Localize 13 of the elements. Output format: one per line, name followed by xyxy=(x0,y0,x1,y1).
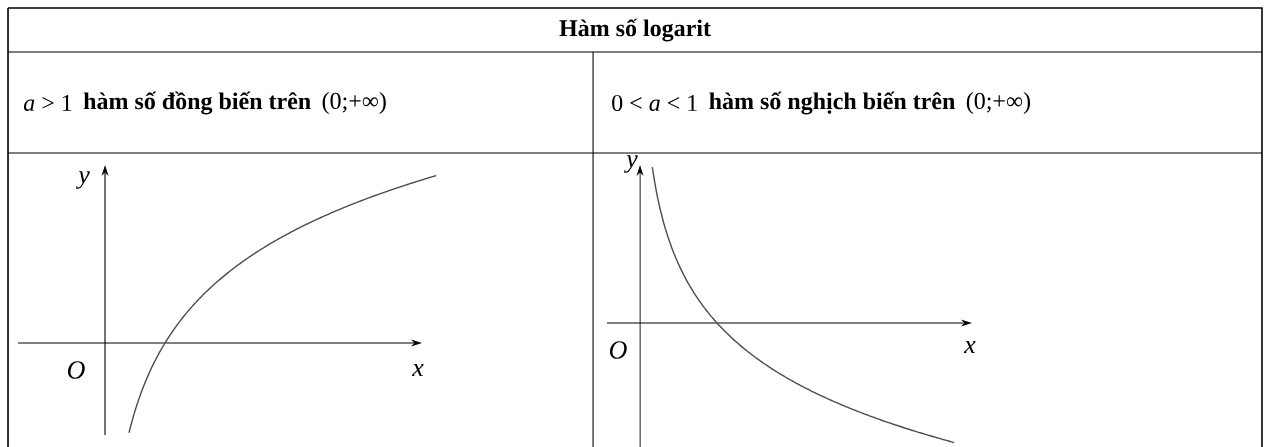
axis-label: x xyxy=(411,364,424,376)
math-condition: a > 1 xyxy=(23,94,72,112)
math-condition: 0 < a < 1 xyxy=(612,94,697,112)
axis-label: x xyxy=(963,341,976,353)
interval-text: (0;+∞) xyxy=(966,92,1030,114)
cell-text: hàm số đồng biến trên xyxy=(83,91,311,115)
table-title: Hàm số logarit xyxy=(559,18,711,42)
interval-text: (0;+∞) xyxy=(322,92,386,114)
cell-text: hàm số nghịch biến trên xyxy=(709,91,955,115)
axis-label: y xyxy=(624,155,638,173)
axis-label: y xyxy=(76,171,90,189)
origin-label: O xyxy=(67,361,85,379)
origin-label: O xyxy=(609,341,627,359)
